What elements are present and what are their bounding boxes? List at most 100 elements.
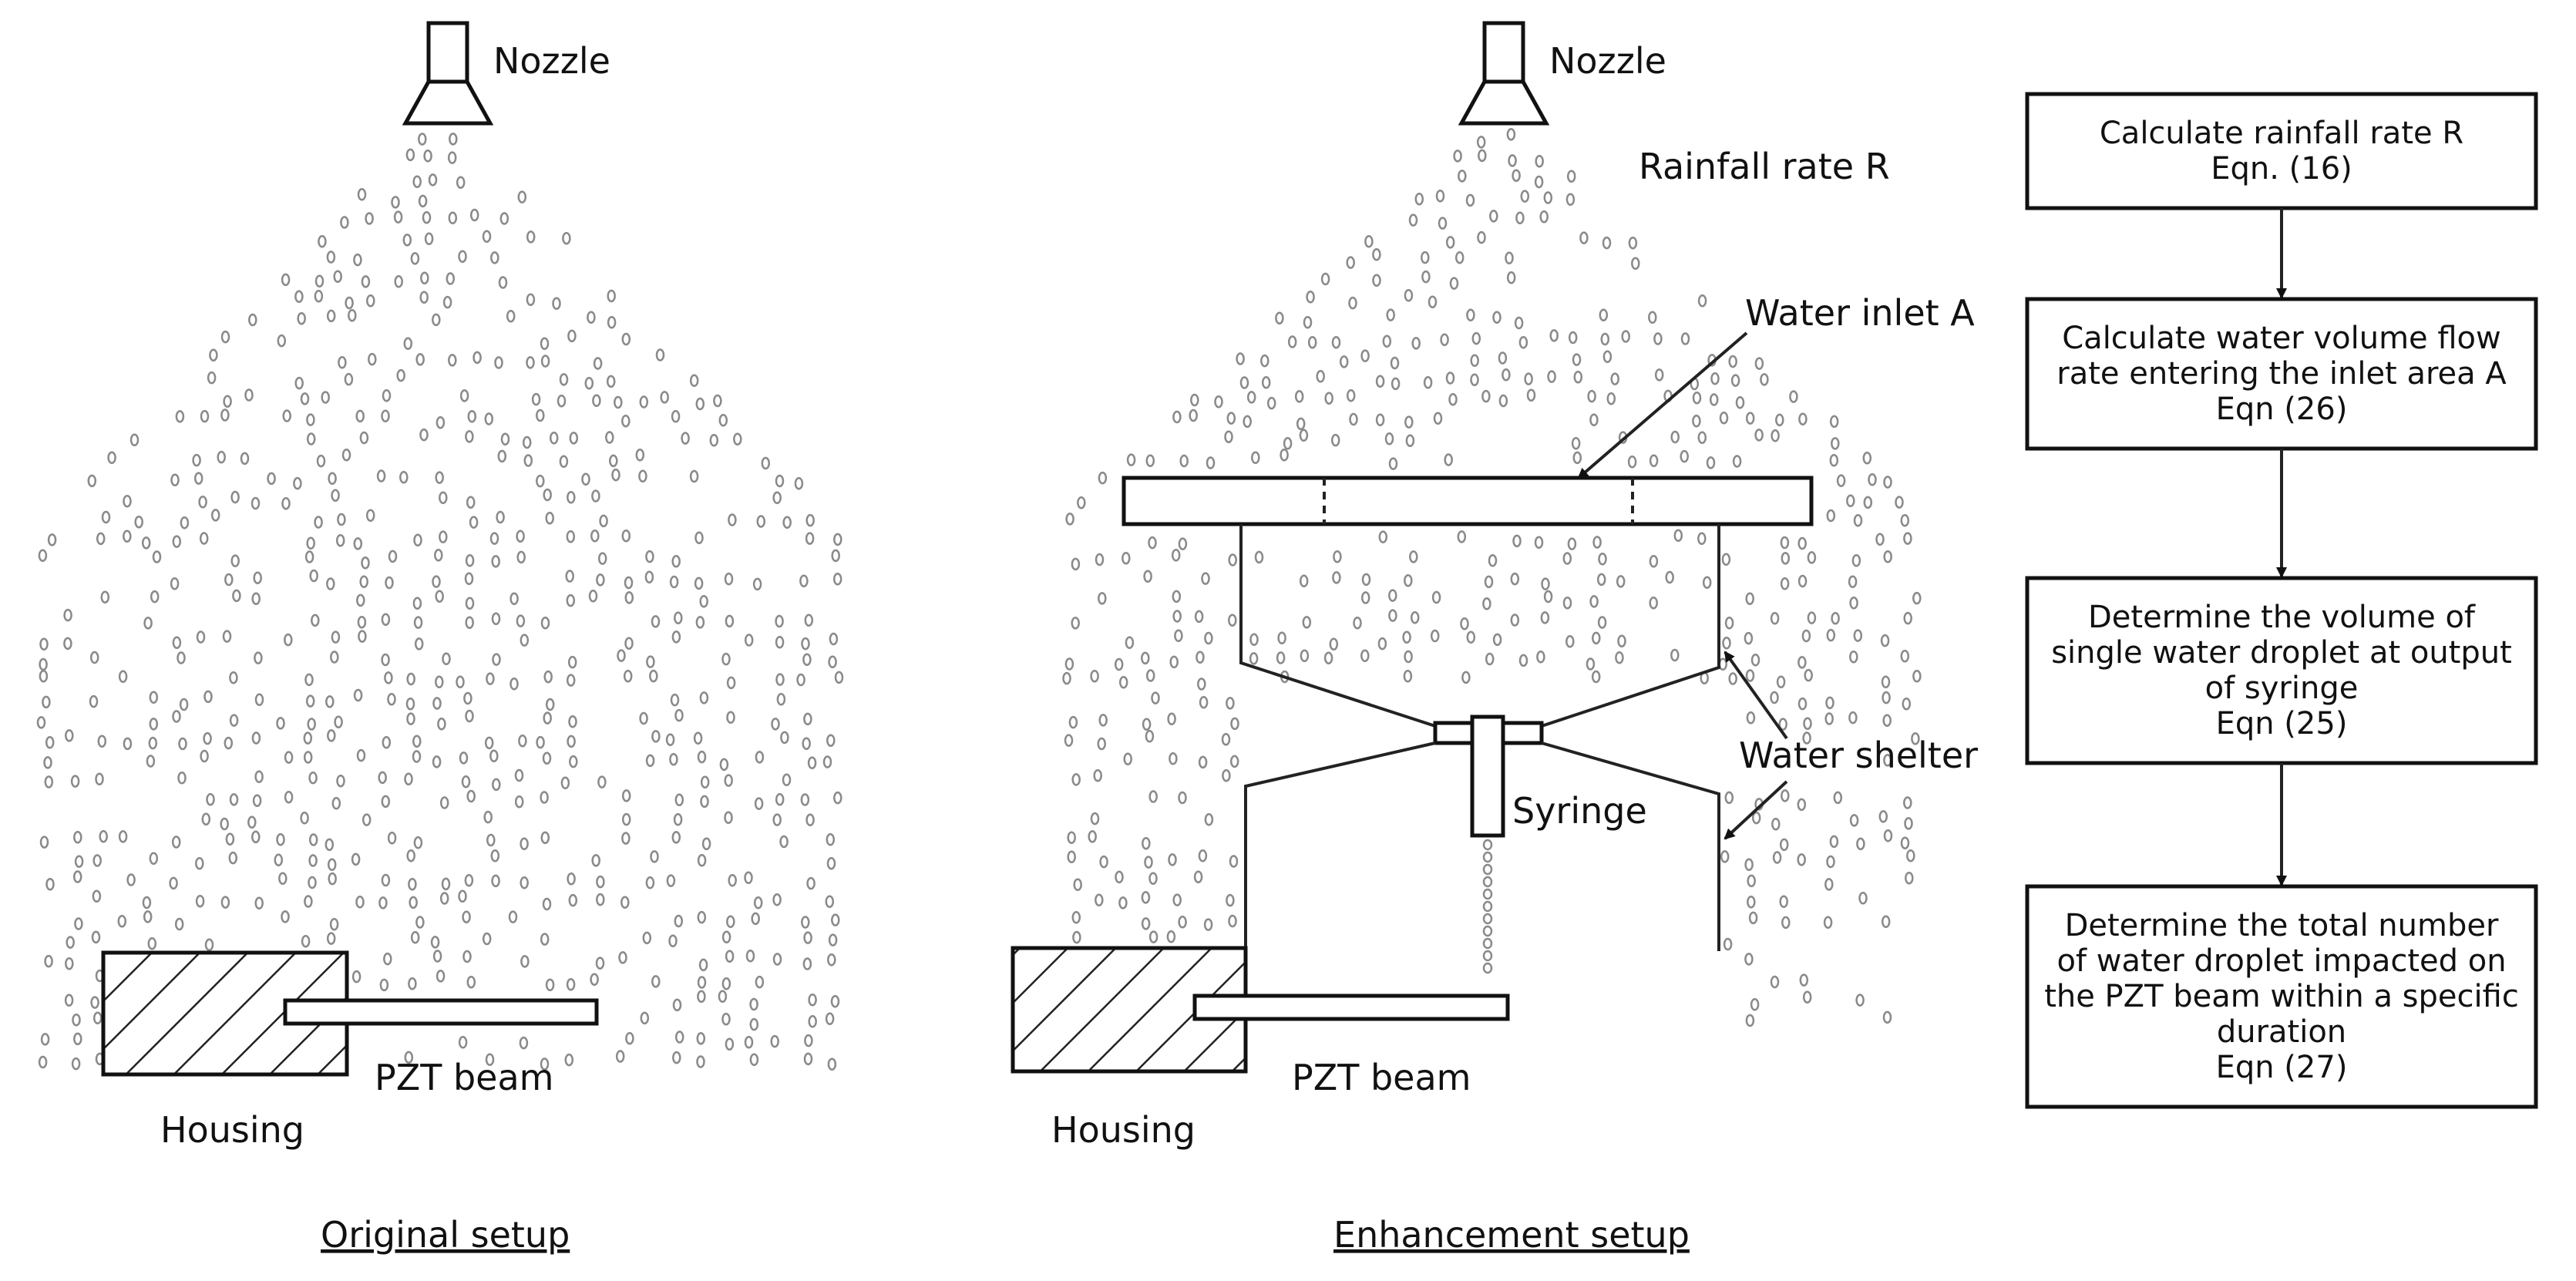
rain-droplet <box>1421 250 1430 264</box>
syringe-droplet <box>1482 962 1493 974</box>
rain-droplet <box>516 530 525 543</box>
rain-droplet <box>516 550 526 564</box>
rain-droplet <box>1912 670 1922 683</box>
rain-droplet <box>1706 456 1716 469</box>
rain-droplet <box>1826 855 1835 869</box>
rain-droplet <box>531 392 541 406</box>
rain-droplet <box>1302 616 1312 629</box>
rain-droplet <box>1481 389 1491 403</box>
rain-droplet <box>1470 354 1479 368</box>
rain-droplet <box>229 793 239 806</box>
rain-droplet <box>1090 669 1099 683</box>
rain-droplet <box>1591 670 1601 684</box>
rain-droplet <box>1360 649 1370 663</box>
rain-droplet <box>412 735 422 748</box>
rain-droplet <box>435 415 446 429</box>
rain-droplet <box>399 470 409 484</box>
rain-droplet <box>1489 210 1498 223</box>
rain-droplet <box>224 736 234 750</box>
rain-droplet <box>1824 712 1834 725</box>
rain-droplet <box>1199 695 1209 709</box>
rain-droplet <box>1122 551 1131 565</box>
rain-droplet <box>1848 711 1858 725</box>
syringe-droplet <box>1482 937 1493 950</box>
rain-droplet <box>300 392 310 405</box>
rain-droplet <box>491 555 500 568</box>
rain-droplet <box>1797 798 1807 812</box>
rain-droplet <box>456 675 465 689</box>
rain-droplet <box>466 975 476 989</box>
rain-droplet <box>713 394 722 408</box>
rain-droplet <box>1697 431 1707 444</box>
rain-droplet <box>1097 737 1106 751</box>
rain-droplet <box>482 230 492 244</box>
rain-droplet <box>665 733 675 746</box>
rain-droplet <box>621 414 631 428</box>
rain-droplet <box>1461 671 1471 684</box>
rain-droplet <box>1665 570 1674 584</box>
rain-droplet <box>413 616 423 629</box>
rain-droplet <box>1330 433 1340 447</box>
rain-droplet <box>1453 150 1462 163</box>
rain-droplet <box>674 708 684 722</box>
flowchart-step-1 <box>2025 92 2538 210</box>
rain-droplet <box>671 555 681 568</box>
rain-droplet <box>362 813 372 826</box>
rain-droplet <box>306 536 315 550</box>
rain-droplet <box>305 694 315 708</box>
rain-droplet <box>117 914 127 928</box>
syringe-droplet <box>1482 913 1493 925</box>
rain-droplet <box>1745 1014 1755 1027</box>
rain-droplet <box>540 933 550 946</box>
rain-droplet <box>721 977 731 990</box>
rain-droplet <box>1849 650 1858 664</box>
rain-droplet <box>1386 308 1395 321</box>
rain-droplet <box>274 853 284 866</box>
rain-droplet <box>624 637 634 650</box>
rain-droplet <box>590 530 600 543</box>
rain-droplet <box>39 670 49 683</box>
rain-droplet <box>141 536 151 550</box>
rain-droplet <box>1721 553 1731 567</box>
rain-droplet <box>382 736 392 749</box>
rain-droplet <box>39 657 48 671</box>
rain-droplet <box>1789 390 1798 403</box>
rain-droplet <box>229 714 239 727</box>
rain-droplet <box>304 673 314 687</box>
rain-droplet <box>567 872 576 886</box>
rain-droplet <box>335 533 345 547</box>
rain-droplet <box>1883 476 1892 489</box>
rain-droplet <box>277 334 287 348</box>
rain-droplet <box>1670 648 1680 662</box>
rain-droplet <box>1194 610 1204 624</box>
rain-droplet <box>1214 395 1223 409</box>
rain-droplet <box>308 771 318 785</box>
rain-droplet <box>207 371 217 385</box>
rain-droplet <box>605 431 614 444</box>
rain-droplet <box>1172 893 1182 906</box>
rain-droplet <box>1512 534 1522 548</box>
rain-droplet <box>465 597 475 610</box>
rain-droplet <box>540 1057 550 1071</box>
rain-droplet <box>1171 549 1181 562</box>
rain-droplet <box>1382 335 1392 348</box>
rain-droplet <box>1294 390 1304 403</box>
rain-droplet <box>516 614 526 627</box>
rain-droplet <box>1421 270 1431 284</box>
rain-droplet <box>772 813 782 826</box>
rain-droplet <box>639 395 649 409</box>
rain-droplet <box>1505 251 1514 265</box>
flowchart-step-4-line-5: Eqn (27) <box>2216 1050 2348 1085</box>
rain-droplet <box>42 695 51 709</box>
rain-droplet <box>1781 789 1790 802</box>
rain-droplet <box>465 709 474 723</box>
rain-droplet <box>1095 893 1104 907</box>
rain-droplet <box>1829 454 1839 467</box>
rain-droplet <box>1143 570 1152 583</box>
rain-droplet <box>71 1057 81 1071</box>
rain-droplet <box>126 873 136 886</box>
rain-droplet <box>1404 289 1414 302</box>
rain-droplet <box>1287 335 1297 348</box>
rain-droplet <box>674 914 684 928</box>
